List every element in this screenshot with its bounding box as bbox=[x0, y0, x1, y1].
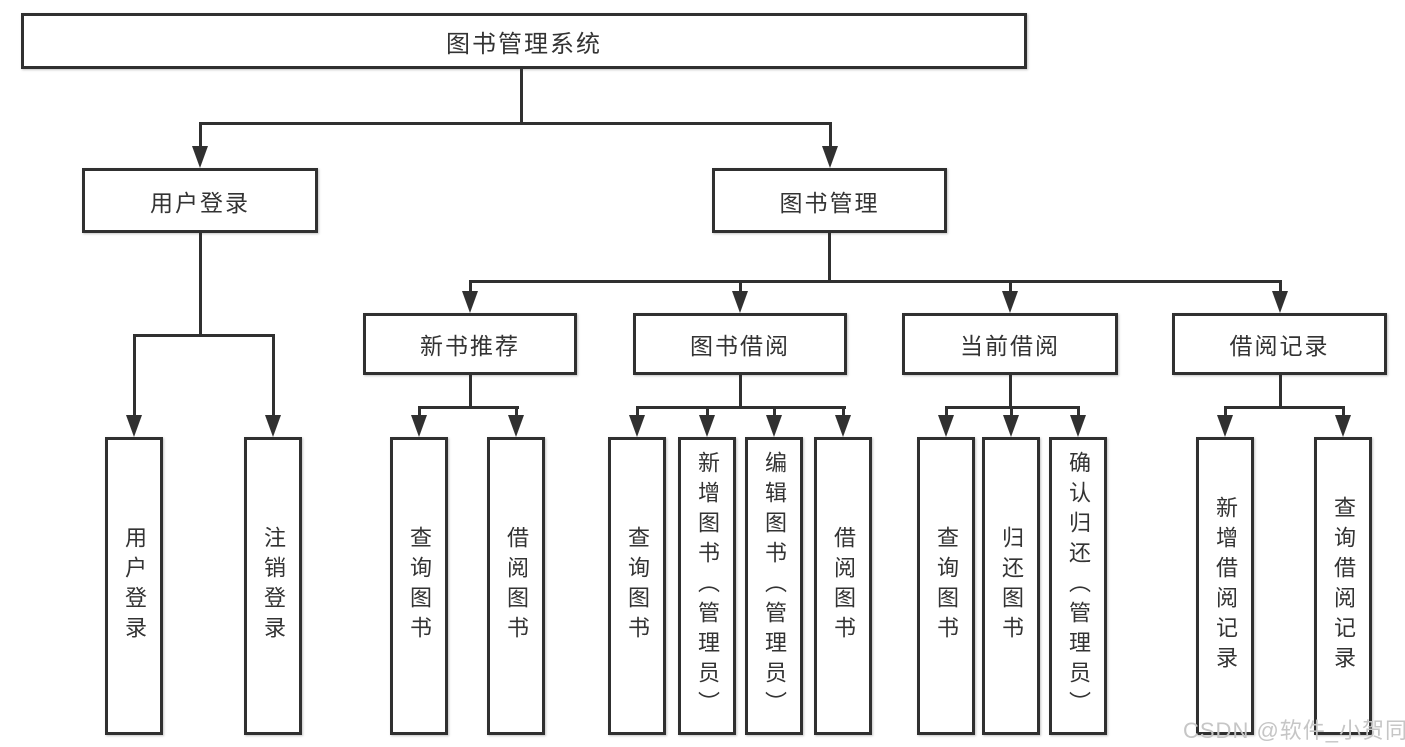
node-edit-books-admin: 编辑图书（管理员） bbox=[745, 437, 803, 735]
connector-leaf-stem bbox=[773, 406, 776, 418]
connector-user-login-stem bbox=[199, 122, 202, 148]
connector-leaf-stem bbox=[515, 406, 518, 418]
node-borrow-books-new: 借阅图书 bbox=[487, 437, 545, 735]
connector-book-mgmt-span bbox=[469, 280, 1281, 283]
arrow-down-icon bbox=[1335, 415, 1351, 437]
connector-new-book-stem bbox=[469, 280, 472, 293]
node-book-borrowing: 图书借阅 bbox=[633, 313, 847, 375]
connector-current-borrow-down bbox=[1009, 373, 1012, 408]
node-query-borrow-record: 查询借阅记录 bbox=[1314, 437, 1372, 735]
node-book-management: 图书管理 bbox=[712, 168, 947, 233]
arrow-down-icon bbox=[1272, 291, 1288, 313]
node-add-borrow-record: 新增借阅记录 bbox=[1196, 437, 1254, 735]
connector-borrow-record-down bbox=[1279, 373, 1282, 408]
node-new-book-recommend: 新书推荐 bbox=[363, 313, 577, 375]
connector-leaf-stem bbox=[706, 406, 709, 418]
connector-book-mgmt-stem bbox=[829, 122, 832, 148]
connector-leaf-stem bbox=[1077, 406, 1080, 418]
node-return-books: 归还图书 bbox=[982, 437, 1040, 735]
connector-leaf-stem bbox=[945, 406, 948, 418]
node-query-books-borrow: 查询图书 bbox=[608, 437, 666, 735]
arrow-down-icon bbox=[938, 415, 954, 437]
node-user-login-leaf: 用户登录 bbox=[105, 437, 163, 735]
connector-leaf-stem bbox=[1010, 406, 1013, 418]
node-query-books-new: 查询图书 bbox=[390, 437, 448, 735]
arrow-down-icon bbox=[732, 291, 748, 313]
connector-leaf-stem bbox=[1224, 406, 1227, 418]
arrow-down-icon bbox=[462, 291, 478, 313]
node-user-login: 用户登录 bbox=[82, 168, 318, 233]
connector-book-borrow-span bbox=[636, 406, 846, 409]
connector-book-mgmt-down bbox=[828, 231, 831, 282]
connector-user-login-down bbox=[199, 231, 202, 336]
node-query-books-current: 查询图书 bbox=[917, 437, 975, 735]
arrow-down-icon bbox=[192, 146, 208, 168]
connector-logout-leaf-stem bbox=[272, 334, 275, 418]
connector-borrow-record-stem bbox=[1279, 280, 1282, 293]
node-library-system: 图书管理系统 bbox=[21, 13, 1027, 69]
arrow-down-icon bbox=[508, 415, 524, 437]
node-borrow-books: 借阅图书 bbox=[814, 437, 872, 735]
connector-leaf-stem bbox=[1342, 406, 1345, 418]
arrow-down-icon bbox=[265, 415, 281, 437]
arrow-down-icon bbox=[1003, 415, 1019, 437]
connector-root-span bbox=[199, 122, 832, 125]
connector-book-borrow-stem bbox=[739, 280, 742, 293]
arrow-down-icon bbox=[411, 415, 427, 437]
arrow-down-icon bbox=[835, 415, 851, 437]
arrow-down-icon bbox=[1217, 415, 1233, 437]
node-confirm-return-admin: 确认归还（管理员） bbox=[1049, 437, 1107, 735]
node-borrow-records: 借阅记录 bbox=[1172, 313, 1387, 375]
connector-login-leaf-stem bbox=[133, 334, 136, 418]
connector-current-borrow-stem bbox=[1009, 280, 1012, 293]
node-add-books-admin: 新增图书（管理员） bbox=[678, 437, 736, 735]
arrow-down-icon bbox=[1070, 415, 1086, 437]
arrow-down-icon bbox=[1002, 291, 1018, 313]
connector-leaf-stem bbox=[418, 406, 421, 418]
node-logout: 注销登录 bbox=[244, 437, 302, 735]
connector-root-stem bbox=[520, 67, 523, 124]
connector-leaf-stem bbox=[842, 406, 845, 418]
connector-new-book-span bbox=[418, 406, 519, 409]
connector-book-borrow-down bbox=[739, 373, 742, 408]
node-current-borrowing: 当前借阅 bbox=[902, 313, 1118, 375]
watermark: CSDN @软件_小贺同学 bbox=[1183, 718, 1405, 743]
arrow-down-icon bbox=[629, 415, 645, 437]
connector-leaf-stem bbox=[636, 406, 639, 418]
arrow-down-icon bbox=[766, 415, 782, 437]
connector-borrow-record-span bbox=[1224, 406, 1345, 409]
connector-new-book-down bbox=[469, 373, 472, 408]
connector-user-login-span bbox=[133, 334, 275, 337]
arrow-down-icon bbox=[699, 415, 715, 437]
arrow-down-icon bbox=[822, 146, 838, 168]
arrow-down-icon bbox=[126, 415, 142, 437]
